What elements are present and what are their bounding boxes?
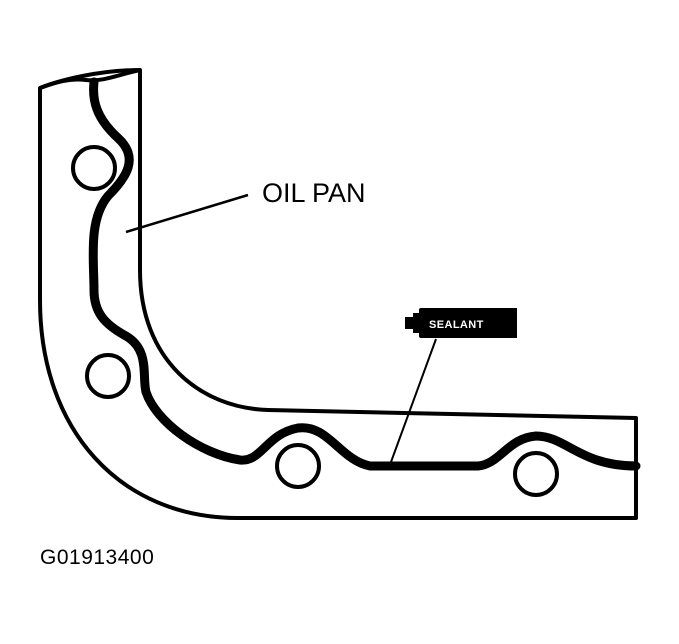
oil-pan-label: OIL PAN xyxy=(262,178,366,208)
sealant-label: SEALANT xyxy=(429,319,484,331)
bolt-hole-right xyxy=(513,451,559,497)
pan-flange-outline xyxy=(38,68,638,520)
figure-id: G01913400 xyxy=(40,546,155,569)
sealant-tube-icon: SEALANT xyxy=(405,308,517,338)
bolt-hole-upper xyxy=(71,145,117,191)
bolt-hole-middle xyxy=(275,443,321,489)
bolt-hole-left xyxy=(85,353,131,399)
oil-pan-leader-line xyxy=(125,193,249,234)
sealant-leader-line xyxy=(390,338,437,463)
flange-break-edge xyxy=(39,68,141,90)
sealant-bead xyxy=(88,77,641,471)
